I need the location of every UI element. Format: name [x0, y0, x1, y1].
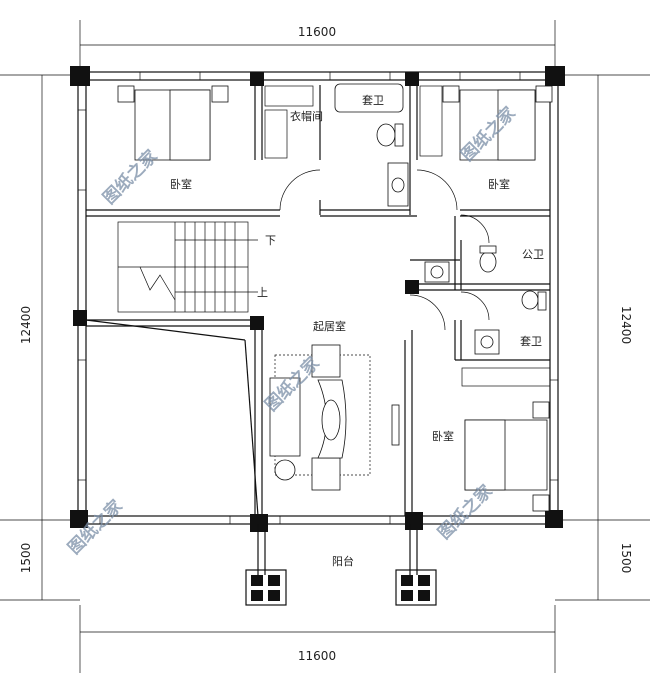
dimension-right-main: 12400	[619, 306, 633, 344]
watermarks: 图纸之家 图纸之家 图纸之家 图纸之家 图纸之家	[64, 103, 520, 559]
svg-text:图纸之家: 图纸之家	[99, 146, 162, 209]
room-label-public-bath: 公卫	[522, 248, 544, 261]
living-furniture	[269, 344, 400, 491]
doors	[279, 169, 490, 331]
room-label-ensuite-right: 套卫	[520, 335, 542, 348]
dimension-bottom: 11600	[298, 649, 336, 663]
windows	[77, 71, 559, 525]
dimension-left-main: 12400	[19, 306, 33, 344]
room-label-walk-in-closet: 衣帽间	[290, 109, 323, 123]
room-label-bedroom-ne: 卧室	[488, 177, 510, 191]
dimension-top: 11600	[298, 25, 336, 39]
staircase	[117, 221, 258, 313]
balcony	[245, 524, 437, 606]
bath-fixtures	[334, 83, 547, 355]
room-label-balcony: 阳台	[332, 554, 354, 568]
beds	[117, 85, 553, 512]
dimension-right-balcony: 1500	[619, 543, 633, 574]
wardrobes	[264, 85, 551, 387]
room-label-bedroom-se: 卧室	[432, 429, 454, 443]
column-pads	[251, 575, 430, 601]
stairs-down-label: 下	[265, 234, 276, 247]
dimension-lines	[0, 20, 650, 673]
stairs-up-label: 上	[257, 286, 268, 299]
columns	[70, 66, 565, 532]
dimension-left-balcony: 1500	[19, 543, 33, 574]
room-label-ensuite-top: 套卫	[362, 94, 384, 107]
room-label-bedroom-nw: 卧室	[170, 177, 192, 191]
room-label-living-room: 起居室	[313, 319, 346, 333]
